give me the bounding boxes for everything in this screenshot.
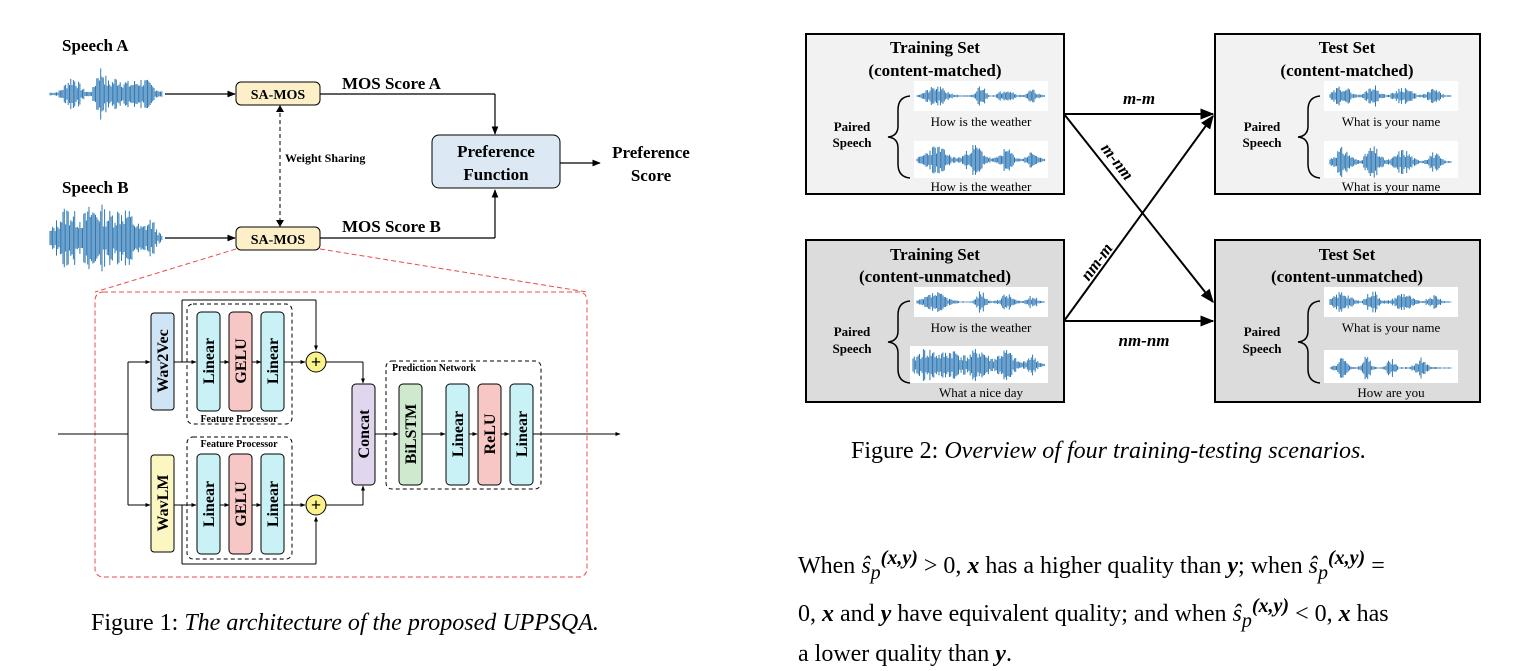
svg-text:(content-unmatched): (content-unmatched) [1271, 267, 1423, 286]
gelu-block-2 [228, 453, 253, 555]
svg-text:Paired: Paired [834, 119, 871, 134]
preference-function-label-1: Preference [457, 142, 535, 161]
mos-score-b-label: MOS Score B [342, 217, 441, 236]
svg-text:Training Set: Training Set [890, 245, 980, 264]
svg-text:Paired: Paired [834, 324, 871, 339]
svg-text:What a nice day: What a nice day [939, 385, 1024, 400]
arrow-nm-m [1063, 114, 1214, 322]
svg-text:How are you: How are you [1357, 385, 1425, 400]
speech-a-label: Speech A [62, 36, 129, 55]
svg-text:Training Set: Training Set [890, 38, 980, 57]
feature-processor-bottom [186, 436, 293, 560]
svg-text:+: + [311, 352, 321, 372]
svg-text:Paired: Paired [1244, 119, 1281, 134]
feature-processor-bottom-label: Feature Processor [200, 439, 278, 450]
relu-label: ReLU [482, 413, 499, 454]
weight-sharing-label: Weight Sharing [285, 151, 365, 165]
prediction-network-label: Prediction Network [392, 363, 476, 374]
prediction-network-frame [385, 360, 542, 490]
preference-function-block [431, 134, 561, 189]
svg-text:How is the weather: How is the weather [931, 320, 1032, 335]
svg-text:Speech: Speech [1243, 135, 1283, 150]
feature-processor-top [186, 303, 293, 425]
arrow-m-nm [1063, 113, 1214, 304]
label-m-nm: m-nm [1097, 139, 1138, 183]
preference-function-label-2: Function [463, 165, 529, 184]
svg-text:Linear: Linear [450, 411, 467, 457]
svg-text:+: + [311, 495, 321, 515]
wav2vec-label: Wav2Vec [155, 329, 172, 392]
figure-1: Speech A SA-MOS MOS Score A Weight Shari… [49, 36, 690, 578]
linear-block-4 [260, 453, 285, 555]
svg-text:Test Set: Test Set [1319, 38, 1376, 57]
svg-text:(content-unmatched): (content-unmatched) [859, 267, 1011, 286]
concat-label: Concat [356, 409, 373, 459]
svg-text:Speech: Speech [833, 341, 873, 356]
svg-text:How is the weather: How is the weather [931, 179, 1032, 194]
svg-text:What is your name: What is your name [1342, 114, 1441, 129]
svg-text:Linear: Linear [514, 411, 531, 457]
label-nm-nm: nm-nm [1118, 331, 1169, 350]
svg-text:(content-matched): (content-matched) [868, 61, 1001, 80]
svg-text:What is your name: What is your name [1342, 320, 1441, 335]
body-paragraph: When ŝp(x,y) > 0, x has a higher quality… [798, 547, 1389, 667]
svg-text:Linear: Linear [265, 481, 282, 527]
figure-2-caption: Figure 2: Overview of four training-test… [851, 438, 1367, 464]
preference-score-label-1: Preference [612, 143, 690, 162]
svg-text:Test Set: Test Set [1319, 245, 1376, 264]
wavlm-block [150, 454, 175, 553]
svg-text:GELU: GELU [233, 338, 250, 384]
svg-text:Linear: Linear [201, 481, 218, 527]
svg-text:Paired: Paired [1244, 324, 1281, 339]
linear-block-3 [196, 453, 221, 555]
sa-mos-label-b: SA-MOS [251, 233, 306, 248]
mos-score-a-label: MOS Score A [342, 74, 442, 93]
speech-b-label: Speech B [62, 178, 129, 197]
sa-mos-label-a: SA-MOS [251, 88, 306, 103]
figure-2: Training Set (content-matched) Paired Sp… [805, 33, 1481, 403]
svg-text:GELU: GELU [233, 481, 250, 527]
speech-a-waveform [49, 68, 163, 120]
svg-text:(content-matched): (content-matched) [1280, 61, 1413, 80]
label-m-m: m-m [1123, 89, 1155, 108]
svg-text:Speech: Speech [1243, 341, 1283, 356]
wavlm-label: WavLM [155, 475, 172, 532]
speech-b-waveform [49, 204, 163, 272]
svg-text:Speech: Speech [833, 135, 873, 150]
feature-processor-top-label: Feature Processor [200, 414, 278, 425]
svg-text:What is your name: What is your name [1342, 179, 1441, 194]
label-nm-m: nm-m [1077, 239, 1117, 284]
figure-1-caption: Figure 1: The architecture of the propos… [91, 610, 599, 636]
svg-text:Linear: Linear [201, 338, 218, 384]
svg-text:How is the weather: How is the weather [931, 114, 1032, 129]
svg-text:Linear: Linear [265, 338, 282, 384]
bilstm-label: BiLSTM [403, 404, 420, 464]
preference-score-label-2: Score [631, 166, 672, 185]
